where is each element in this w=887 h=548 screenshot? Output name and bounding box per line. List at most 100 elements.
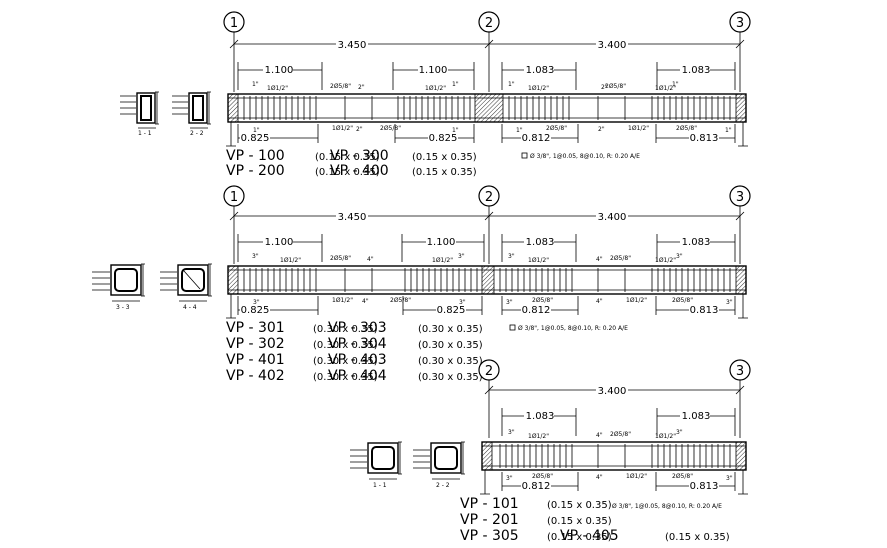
beam-code-vp301: VP - 301 xyxy=(226,320,285,336)
svg-text:2": 2" xyxy=(598,126,605,133)
svg-text:(0.30 x 0.35): (0.30 x 0.35) xyxy=(418,372,483,383)
svg-text:VP - 403: VP - 403 xyxy=(328,352,387,368)
svg-text:1Ø1/2": 1Ø1/2" xyxy=(280,257,301,264)
svg-text:(0.15 x 0.35): (0.15 x 0.35) xyxy=(412,167,477,178)
svg-text:2": 2" xyxy=(601,84,608,91)
svg-text:3.450: 3.450 xyxy=(338,212,367,223)
svg-text:2Ø5/8": 2Ø5/8" xyxy=(672,473,693,480)
svg-text:1": 1" xyxy=(516,127,523,134)
svg-text:4": 4" xyxy=(367,256,374,263)
axis-2-top: 2 xyxy=(478,11,500,33)
svg-text:4": 4" xyxy=(362,298,369,305)
beam-group-3: 2 3 3.400 1.083 1.083 3" 1Ø1/2" 4" 2Ø5/8… xyxy=(350,359,751,544)
svg-text:0.825: 0.825 xyxy=(437,305,466,316)
svg-text:1.083: 1.083 xyxy=(682,411,711,422)
svg-text:(0.30 x 0.35): (0.30 x 0.35) xyxy=(418,340,483,351)
svg-text:1.083: 1.083 xyxy=(682,237,711,248)
svg-text:3": 3" xyxy=(458,253,465,260)
svg-text:3 - 3: 3 - 3 xyxy=(116,304,130,311)
svg-text:1Ø1/2": 1Ø1/2" xyxy=(655,85,676,92)
axis-1-top: 1 xyxy=(223,11,245,33)
stirrups-1 xyxy=(243,96,731,120)
axis-label-3: 3 xyxy=(736,16,744,31)
axis-3-top: 3 xyxy=(729,11,751,33)
axis-label-2: 2 xyxy=(485,16,493,31)
svg-text:2Ø5/8": 2Ø5/8" xyxy=(532,297,553,304)
svg-text:1": 1" xyxy=(508,81,515,88)
svg-text:1Ø1/2": 1Ø1/2" xyxy=(332,297,353,304)
svg-text:(0.15 x 0.35): (0.15 x 0.35) xyxy=(412,152,477,163)
beam-code-vp200: VP - 200 xyxy=(226,163,285,179)
svg-text:1Ø1/2": 1Ø1/2" xyxy=(628,125,649,132)
section-4-4: 4 - 4 xyxy=(160,263,212,311)
svg-text:2Ø5/8": 2Ø5/8" xyxy=(532,473,553,480)
svg-text:4 - 4: 4 - 4 xyxy=(183,304,197,311)
svg-text:2Ø5/8": 2Ø5/8" xyxy=(676,125,697,132)
svg-text:3": 3" xyxy=(253,299,260,306)
svg-text:(0.15 x 0.35): (0.15 x 0.35) xyxy=(315,152,380,163)
svg-text:3.450: 3.450 xyxy=(338,40,367,51)
svg-text:0.813: 0.813 xyxy=(690,305,719,316)
svg-text:(0.30 x 0.35): (0.30 x 0.35) xyxy=(418,356,483,367)
svg-text:2: 2 xyxy=(485,190,493,205)
svg-text:1Ø1/2": 1Ø1/2" xyxy=(528,433,549,440)
svg-text:2Ø5/8": 2Ø5/8" xyxy=(610,255,631,262)
svg-text:2Ø5/8": 2Ø5/8" xyxy=(330,83,351,90)
beam-code-vp305: VP - 305 xyxy=(460,528,519,544)
svg-text:(0.15 x 0.35): (0.15 x 0.35) xyxy=(665,532,730,543)
svg-text:1Ø1/2": 1Ø1/2" xyxy=(432,257,453,264)
svg-text:(0.15 x 0.35): (0.15 x 0.35) xyxy=(547,516,612,527)
svg-text:2Ø5/8": 2Ø5/8" xyxy=(390,297,411,304)
svg-text:2: 2 xyxy=(485,364,493,379)
svg-text:1Ø1/2": 1Ø1/2" xyxy=(267,85,288,92)
beam-group-2: 1 2 3 3.450 3.400 1.100 1.100 1.083 xyxy=(92,185,751,384)
beam-group-1: 1 2 3 3.450 3.400 3.450 3.400 1.100 xyxy=(120,11,751,179)
svg-text:2Ø5/8": 2Ø5/8" xyxy=(546,125,567,132)
section-1-1-b: 1 - 1 xyxy=(350,441,402,489)
dim-0825-right: 0.825 xyxy=(429,133,458,144)
svg-text:1Ø1/2": 1Ø1/2" xyxy=(626,297,647,304)
svg-text:(0.30 x 0.35): (0.30 x 0.35) xyxy=(313,356,378,367)
dim-1083-right: 1.083 xyxy=(682,65,711,76)
dim-1083-left: 1.083 xyxy=(526,65,555,76)
stirrups-2 xyxy=(243,268,731,292)
svg-text:3": 3" xyxy=(726,475,733,482)
svg-text:1.083: 1.083 xyxy=(526,237,555,248)
svg-text:VP - 304: VP - 304 xyxy=(328,336,387,352)
svg-text:3": 3" xyxy=(506,475,513,482)
section-2-2-a: 2 - 2 xyxy=(172,91,211,137)
stirrup-spec-3: Ø 3/8", 1@0.05, 8@0.10, R: 0.20 A/E xyxy=(612,503,722,510)
dim-0813-right: 0.813 xyxy=(690,133,719,144)
svg-text:1 - 1: 1 - 1 xyxy=(138,130,152,137)
svg-text:1: 1 xyxy=(230,190,238,205)
svg-text:1Ø1/2": 1Ø1/2" xyxy=(332,125,353,132)
dim-1100-left: 1.100 xyxy=(265,65,294,76)
beam-code-vp405: VP - 405 xyxy=(560,528,619,544)
svg-text:1Ø1/2": 1Ø1/2" xyxy=(655,433,676,440)
svg-text:VP - 404: VP - 404 xyxy=(328,368,387,384)
beam-code-vp100: VP - 100 xyxy=(226,148,285,164)
svg-text:2Ø5/8": 2Ø5/8" xyxy=(610,431,631,438)
svg-text:3.400: 3.400 xyxy=(598,40,627,51)
stirrup-spec-2: Ø 3/8", 1@0.05, 8@0.10, R: 0.20 A/E xyxy=(518,325,628,332)
svg-text:4": 4" xyxy=(596,474,603,481)
svg-text:(0.30 x 0.35): (0.30 x 0.35) xyxy=(313,324,378,335)
beam-code-vp101: VP - 101 xyxy=(460,496,519,512)
svg-text:1.100: 1.100 xyxy=(265,237,294,248)
svg-text:1 - 1: 1 - 1 xyxy=(373,482,387,489)
beam-code-vp402: VP - 402 xyxy=(226,368,285,384)
svg-text:(0.30 x 0.35): (0.30 x 0.35) xyxy=(418,324,483,335)
svg-text:3": 3" xyxy=(459,299,466,306)
svg-text:1": 1" xyxy=(252,81,259,88)
svg-text:1.100: 1.100 xyxy=(427,237,456,248)
svg-text:(0.15 x 0.35): (0.15 x 0.35) xyxy=(547,532,612,543)
beam-code-vp201: VP - 201 xyxy=(460,512,519,528)
svg-text:2Ø5/8": 2Ø5/8" xyxy=(605,83,626,90)
svg-text:1": 1" xyxy=(452,127,459,134)
svg-text:3": 3" xyxy=(506,299,513,306)
dim-0825-left: 0.825 xyxy=(241,133,270,144)
svg-text:2Ø5/8": 2Ø5/8" xyxy=(330,255,351,262)
svg-text:2Ø5/8": 2Ø5/8" xyxy=(672,297,693,304)
svg-text:1": 1" xyxy=(725,127,732,134)
svg-text:2 - 2: 2 - 2 xyxy=(190,130,204,137)
